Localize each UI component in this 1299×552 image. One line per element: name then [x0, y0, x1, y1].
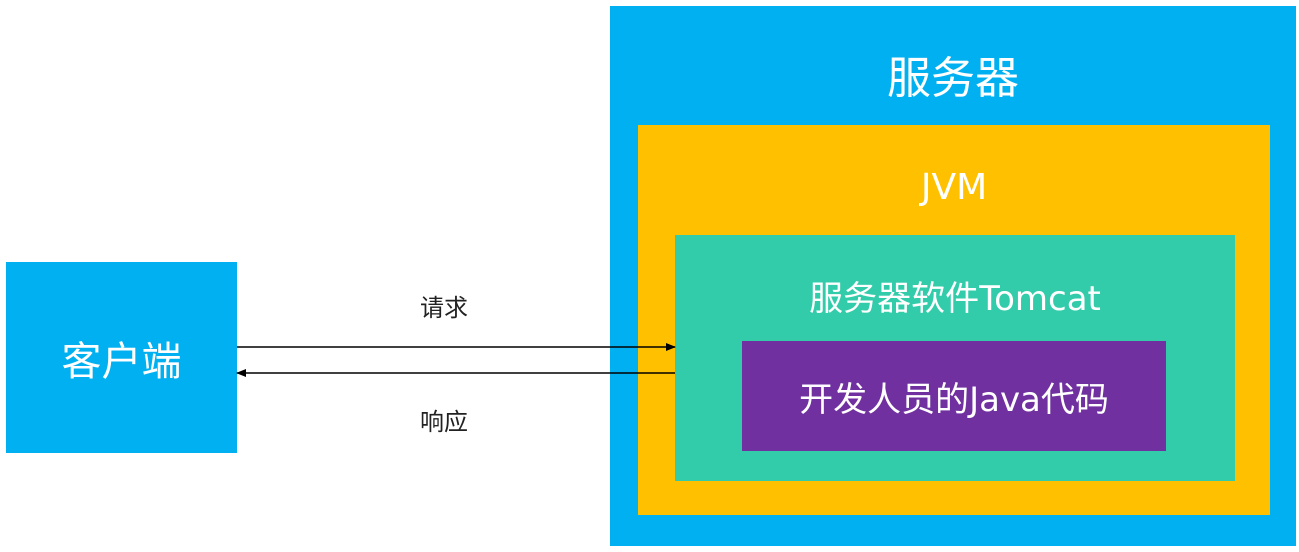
jvm-label: JVM [920, 167, 988, 208]
client-box: 客户端 [6, 262, 237, 453]
tomcat-label: 服务器软件Tomcat [809, 279, 1101, 319]
server-label: 服务器 [887, 53, 1019, 104]
request-label: 请求 [420, 294, 468, 322]
java-code-label: 开发人员的Java代码 [799, 379, 1109, 420]
server-box: 服务器 JVM 服务器软件Tomcat 开发人员的Java代码 [610, 6, 1296, 546]
tomcat-box: 服务器软件Tomcat 开发人员的Java代码 [675, 235, 1235, 481]
jvm-box: JVM 服务器软件Tomcat 开发人员的Java代码 [638, 125, 1270, 515]
response-label: 响应 [420, 408, 468, 436]
client-label: 客户端 [61, 338, 182, 385]
java-code-box: 开发人员的Java代码 [742, 341, 1166, 451]
